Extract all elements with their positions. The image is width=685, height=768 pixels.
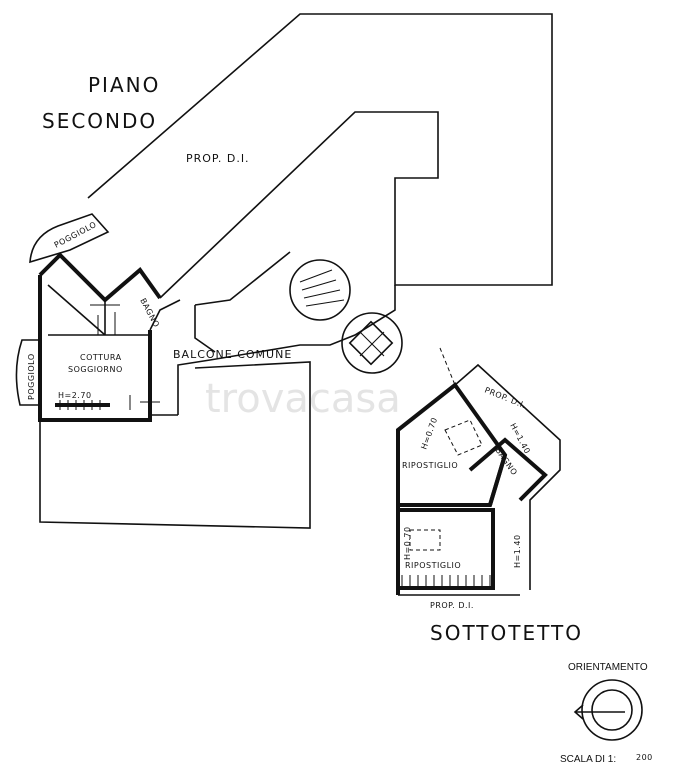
label-soggiorno: SOGGIORNO [68, 365, 123, 374]
label-attic-h1: H=0.70 [419, 416, 439, 451]
label-ripostiglio-1: RIPOSTIGLIO [402, 461, 458, 470]
label-poggiolo-top: POGGIOLO [53, 220, 98, 250]
label-height-main: H=2.70 [58, 391, 92, 400]
stair-steps [299, 269, 345, 307]
label-poggiolo-left: POGGIOLO [27, 353, 36, 400]
label-attic-h3: H=0.70 [403, 526, 412, 560]
floor-title-line1: PIANO [88, 73, 160, 97]
label-orientamento: ORIENTAMENTO [568, 662, 648, 673]
floor-title-line2: SECONDO [42, 109, 157, 133]
label-scala-value: 200 [636, 753, 653, 762]
second-floor-outline [15, 13, 553, 529]
stair-hatch-main [59, 400, 101, 410]
spiral-stair [289, 259, 351, 321]
label-prop-di-top: PROP. D.I. [186, 152, 250, 165]
label-attic-h2: H=1.40 [508, 422, 532, 456]
label-cottura: COTTURA [80, 353, 122, 362]
attic-outline [396, 347, 561, 596]
attic-title: SOTTOTETTO [430, 621, 583, 645]
label-ripostiglio-2: RIPOSTIGLIO [405, 561, 461, 570]
lift-symbol [341, 312, 403, 374]
label-attic-h4: H=1.40 [513, 534, 522, 568]
label-scala: SCALA DI 1: [560, 754, 616, 765]
label-balcone-comune: BALCONE COMUNE [173, 348, 292, 361]
attic-stair-hatch [401, 575, 491, 588]
watermark: trovacasa [205, 376, 401, 422]
label-attic-prop-di-bottom: PROP. D.I. [430, 601, 474, 610]
compass-symbol [573, 679, 643, 741]
